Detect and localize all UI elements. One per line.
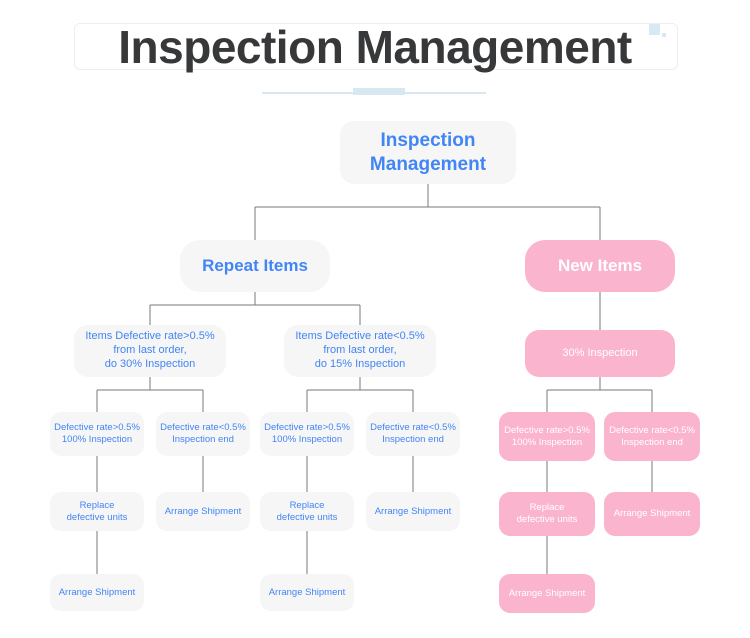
node-label: Arrange Shipment — [268, 586, 346, 598]
node-label: Defective rate<0.5% Inspection end — [370, 422, 456, 445]
node-new-inspection-end[interactable]: Defective rate<0.5% Inspection end — [604, 412, 700, 461]
node-label: Defective rate<0.5% Inspection end — [160, 422, 246, 445]
node-inspection-management[interactable]: Inspection Management — [340, 121, 516, 184]
node-repeat-high-replace-units[interactable]: Replace defective units — [50, 492, 144, 531]
node-label: Arrange Shipment — [508, 587, 586, 599]
node-label: Defective rate>0.5% 100% Inspection — [504, 424, 590, 448]
node-label: Defective rate>0.5% 100% Inspection — [264, 422, 350, 445]
decorative-square-icon — [649, 24, 660, 35]
node-label: Defective rate<0.5% Inspection end — [609, 424, 695, 448]
node-repeat-high-arrange-shipment[interactable]: Arrange Shipment — [156, 492, 250, 531]
node-repeat-high-defect-rate[interactable]: Items Defective rate>0.5% from last orde… — [74, 325, 226, 377]
node-label: Arrange Shipment — [58, 586, 136, 598]
node-label: Defective rate>0.5% 100% Inspection — [54, 422, 140, 445]
node-new-30-percent-inspection[interactable]: 30% Inspection — [525, 330, 675, 377]
node-new-items[interactable]: New Items — [525, 240, 675, 292]
node-new-full-inspection[interactable]: Defective rate>0.5% 100% Inspection — [499, 412, 595, 461]
decorative-square-small-icon — [662, 33, 666, 37]
node-label: Arrange Shipment — [613, 508, 691, 520]
node-label: Replace defective units — [516, 502, 578, 525]
node-label: Inspection Management — [369, 129, 487, 175]
node-label: 30% Inspection — [562, 346, 638, 359]
node-repeat-high-inspection-end[interactable]: Defective rate<0.5% Inspection end — [156, 412, 250, 456]
node-label: New Items — [557, 256, 643, 276]
node-repeat-low-replace-units[interactable]: Replace defective units — [260, 492, 354, 531]
node-label: Items Defective rate>0.5% from last orde… — [85, 330, 215, 370]
node-label: Arrange Shipment — [164, 505, 242, 517]
node-repeat-high-full-inspection[interactable]: Defective rate>0.5% 100% Inspection — [50, 412, 144, 456]
node-label: Repeat Items — [202, 256, 308, 276]
node-repeat-low-final-shipment[interactable]: Arrange Shipment — [260, 574, 354, 611]
title-underline-accent — [353, 88, 405, 95]
header-card — [74, 23, 678, 70]
node-repeat-low-defect-rate[interactable]: Items Defective rate<0.5% from last orde… — [284, 325, 436, 377]
node-repeat-items[interactable]: Repeat Items — [180, 240, 330, 292]
node-new-final-shipment[interactable]: Arrange Shipment — [499, 574, 595, 613]
node-repeat-low-arrange-shipment[interactable]: Arrange Shipment — [366, 492, 460, 531]
node-repeat-high-final-shipment[interactable]: Arrange Shipment — [50, 574, 144, 611]
node-new-replace-units[interactable]: Replace defective units — [499, 492, 595, 536]
node-label: Replace defective units — [66, 499, 128, 523]
node-new-arrange-shipment[interactable]: Arrange Shipment — [604, 492, 700, 536]
node-repeat-low-inspection-end[interactable]: Defective rate<0.5% Inspection end — [366, 412, 460, 456]
node-repeat-low-full-inspection[interactable]: Defective rate>0.5% 100% Inspection — [260, 412, 354, 456]
node-label: Arrange Shipment — [374, 505, 452, 517]
node-label: Items Defective rate<0.5% from last orde… — [295, 330, 425, 370]
page-title: Inspection Management — [118, 21, 632, 73]
node-label: Replace defective units — [276, 499, 338, 523]
